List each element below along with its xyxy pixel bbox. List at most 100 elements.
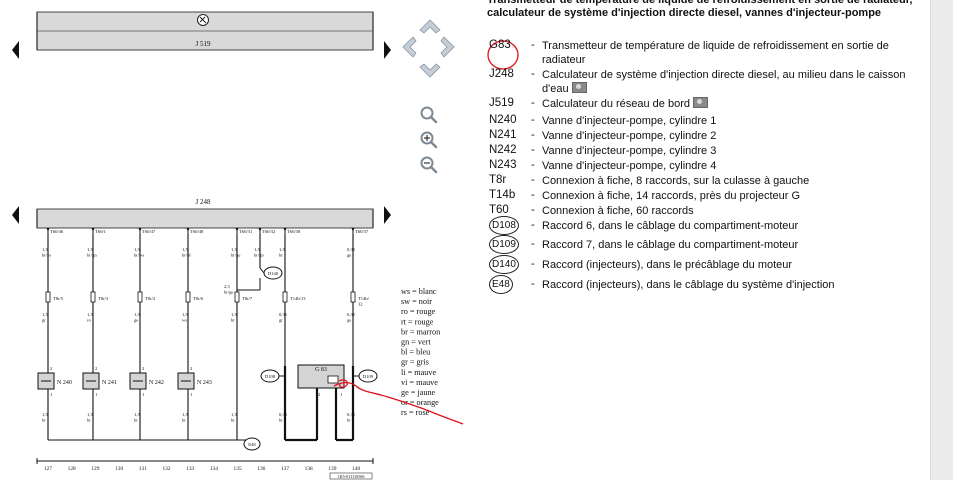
ruler-label: 140 <box>352 466 360 472</box>
pin-number: 1 <box>95 392 98 397</box>
pin-arrow-icon <box>351 228 355 232</box>
page-scrollbar[interactable] <box>930 0 953 480</box>
legend-code: N242 <box>489 144 517 156</box>
down-chevron-icon[interactable] <box>419 63 441 78</box>
connector-icon <box>234 291 240 303</box>
color-code-item: ge = jaune <box>401 388 436 397</box>
pin-number: 2 <box>190 366 193 371</box>
pin-number: 2 <box>142 366 145 371</box>
splice-icon <box>358 369 378 383</box>
camera-icon[interactable] <box>571 82 587 93</box>
pin-label: T60/1 <box>95 229 107 234</box>
up-chevron-icon[interactable] <box>419 19 441 34</box>
connector-label: T14b/13 <box>290 296 306 301</box>
left-chevron-icon[interactable] <box>402 36 417 58</box>
legend-description: Transmetteur de température de liquide d… <box>542 40 889 66</box>
legend-code: J519 <box>489 97 514 109</box>
ruler-label: 137 <box>281 466 289 472</box>
legend-description: Connexion à fiche, 8 raccords, sur la cu… <box>542 175 810 187</box>
scroll-right-upper-icon[interactable] <box>384 41 391 59</box>
legend-dash: - <box>531 39 535 51</box>
pin-number: 1 <box>340 392 343 397</box>
pin-label: T60/31 <box>239 229 253 234</box>
color-code-item: ws = blanc <box>401 287 437 296</box>
red-annotation-scribble <box>333 381 464 425</box>
legend-dash: - <box>531 204 535 216</box>
magnifier-icon[interactable] <box>420 106 438 124</box>
ruler-label: 134 <box>210 466 218 472</box>
ruler-label: 133 <box>186 466 194 472</box>
legend-title: Transmetteur de température de liquide d… <box>487 0 913 19</box>
legend-code: D140 <box>489 255 519 274</box>
splice-icon <box>260 369 280 383</box>
legend-description: Vanne d'injecteur-pompe, cylindre 4 <box>542 160 717 172</box>
right-chevron-icon[interactable] <box>440 36 455 58</box>
color-code-item: rs = rose <box>401 408 430 417</box>
injector-label: N 242 <box>149 380 164 386</box>
pin-number: 1 <box>190 392 193 397</box>
color-code-item: bl = bleu <box>401 348 430 357</box>
pin-arrow-icon <box>258 228 262 232</box>
legend-code: J248 <box>489 68 514 80</box>
splice-label: D109 <box>363 374 374 379</box>
pin-number: 1 <box>50 392 53 397</box>
color-code-item: li = mauve <box>401 368 436 377</box>
camera-icon[interactable] <box>692 97 708 108</box>
scroll-left-upper-icon[interactable] <box>12 41 19 59</box>
pin-arrow-icon <box>138 228 142 232</box>
color-code-item: br = marron <box>401 327 440 336</box>
sensor-g83-label: G 83 <box>315 367 327 373</box>
legend-code: N241 <box>489 129 517 141</box>
connector-label: T8r/6 <box>193 296 204 301</box>
legend-dash: - <box>531 278 535 290</box>
legend-dash: - <box>531 238 535 250</box>
zoom-out-icon[interactable] <box>420 156 438 174</box>
color-code-item: rt = rouge <box>401 317 434 326</box>
splice-icon <box>243 437 261 451</box>
legend-description: Raccord 7, dans le câblage du compartime… <box>542 239 799 251</box>
ruler-label: 138 <box>305 466 313 472</box>
legend-description: Calculateur du réseau de bord <box>542 97 927 111</box>
footer-code: 1K5-011110506 <box>338 474 365 479</box>
pin-arrow-icon <box>235 228 239 232</box>
connector-label: T8r/3 <box>98 296 109 301</box>
connector-label: T8r/5 <box>53 296 64 301</box>
scroll-left-lower-icon[interactable] <box>12 206 19 224</box>
injector-label: N 243 <box>197 380 212 386</box>
schematic-j519: J 519 <box>36 11 374 51</box>
pin-label: T60/38 <box>287 229 301 234</box>
legend-description: Raccord 6, dans le câblage du compartime… <box>542 220 799 232</box>
color-code-item: sw = noir <box>401 297 432 306</box>
connector-label: T8r/7 <box>242 296 253 301</box>
ruler-label: 128 <box>68 466 76 472</box>
pin-arrow-icon <box>283 228 287 232</box>
zoom-in-icon[interactable] <box>420 131 438 149</box>
legend-code: D108 <box>489 216 519 235</box>
connector-icon <box>282 291 288 303</box>
legend-dash: - <box>531 189 535 201</box>
legend-description: Connexion à fiche, 60 raccords <box>542 205 694 217</box>
scroll-right-lower-icon[interactable] <box>384 206 391 224</box>
legend-description: Calculateur de système d'injection direc… <box>542 69 906 95</box>
schematic-j248: J 248 <box>36 198 374 229</box>
ruler-label: 130 <box>115 466 123 472</box>
